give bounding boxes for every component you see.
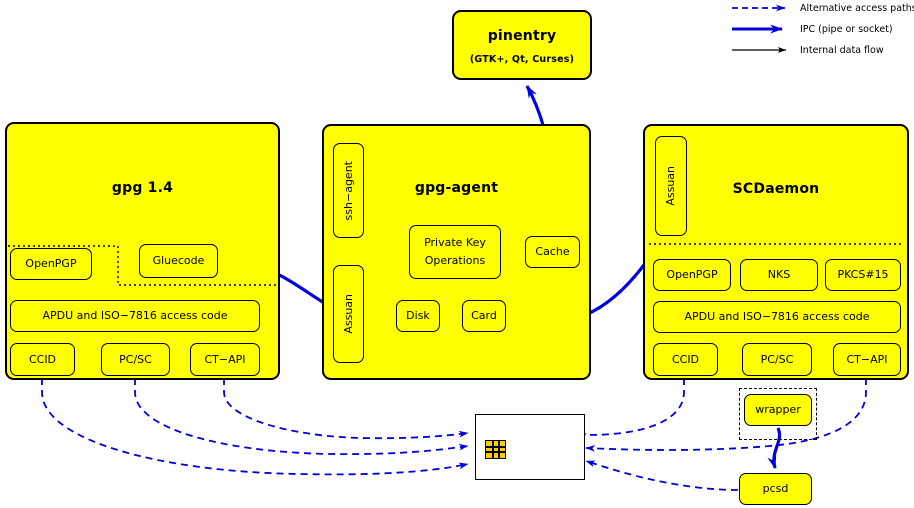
edge-alt-gpg-ccid-to-card [41,378,469,476]
gpg14-driver-ccid-label: CCID [28,352,57,366]
legend-label-alt-paths: Alternative access paths [800,3,914,14]
scdaemon-app-nks-label: NKS [767,268,791,282]
pinentry-box: pinentry (GTK+, Qt, Curses) [452,10,592,80]
wrapper-box: wrapper [744,394,812,426]
edge-alt-scd-ccid-to-card [576,378,685,438]
private-key-ops-line2: Operations [424,254,486,267]
gpg14-driver-pcsc-label: PC/SC [119,352,152,366]
pcsd-box: pcsd [739,473,812,505]
gpg-agent-cache-box: Cache [525,236,580,268]
gpg-agent-cache-label: Cache [535,245,570,259]
scdaemon-app-openpgp: OpenPGP [653,259,731,291]
scdaemon-title: SCDaemon [732,181,820,197]
legend-label-internal-flow: Internal data flow [800,45,884,56]
scdaemon-driver-pcsc: PC/SC [742,343,812,376]
gpg-agent-disk-box: Disk [396,300,440,332]
gpg14-apdu-label: APDU and ISO−7816 access code [42,309,228,323]
edge-alt-scd-ctapi-to-card [585,378,867,452]
scdaemon-assuan-label: Assuan [664,166,678,206]
private-key-ops-line1: Private Key [424,236,486,250]
scdaemon-driver-ccid-label: CCID [671,352,700,366]
wrapper-dashed-container [739,388,817,440]
scdaemon-block: SCDaemon [643,124,909,380]
gpg-agent-title: gpg-agent [414,180,499,196]
gpg14-driver-pcsc: PC/SC [101,343,170,376]
gpg14-driver-ccid: CCID [10,343,75,376]
gpg-agent-assuan-label: Assuan [341,294,355,334]
scdaemon-driver-ctapi: CT−API [833,343,901,376]
gpg14-openpgp-label: OpenPGP [25,257,77,271]
scdaemon-app-pkcs15: PKCS#15 [825,259,901,291]
scdaemon-app-nks: NKS [740,259,818,291]
edge-alt-gpg-pcsc-to-card [134,378,469,456]
gpg-agent-ssh-agent-box: ssh−agent [333,143,364,238]
scdaemon-app-openpgp-label: OpenPGP [666,268,718,282]
smartcard-chip-icon [485,440,506,459]
gpg-agent-card-label: Card [471,309,497,323]
pinentry-subtitle: (GTK+, Qt, Curses) [469,54,575,65]
scdaemon-driver-ctapi-label: CT−API [846,352,888,366]
gpg-agent-private-key-ops-box: Private Key Operations [409,225,501,279]
gpg-agent-card-box: Card [462,300,506,332]
gpg14-apdu-box: APDU and ISO−7816 access code [10,300,260,332]
gpg14-gluecode-box: Gluecode [139,244,218,278]
legend-label-ipc: IPC (pipe or socket) [800,24,893,35]
gpg-agent-assuan-box: Assuan [333,265,364,363]
gpg14-gluecode-label: Gluecode [152,254,205,268]
scdaemon-assuan-box: Assuan [655,136,687,236]
gpg-agent-ssh-agent-label: ssh−agent [341,160,355,221]
edge-alt-pcsd-to-card [585,460,739,491]
gpg-agent-disk-label: Disk [406,309,430,323]
wrapper-label: wrapper [755,403,801,417]
edge-ipc-wrapper-to-pcsd [767,427,781,469]
smartcard [475,414,585,480]
gpg14-driver-ctapi: CT−API [190,343,260,376]
scdaemon-app-pkcs15-label: PKCS#15 [837,268,889,282]
scdaemon-driver-ccid: CCID [653,343,718,376]
gpg14-openpgp-box: OpenPGP [10,248,92,280]
edge-alt-gpg-ctapi-to-card [223,378,469,440]
pinentry-title: pinentry [487,28,557,44]
gpg14-title: gpg 1.4 [111,180,174,196]
gpg14-driver-ctapi-label: CT−API [204,352,246,366]
scdaemon-driver-pcsc-label: PC/SC [760,352,794,366]
scdaemon-apdu-label: APDU and ISO−7816 access code [684,310,870,324]
scdaemon-apdu-box: APDU and ISO−7816 access code [653,301,901,333]
pcsd-label: pcsd [762,482,789,496]
